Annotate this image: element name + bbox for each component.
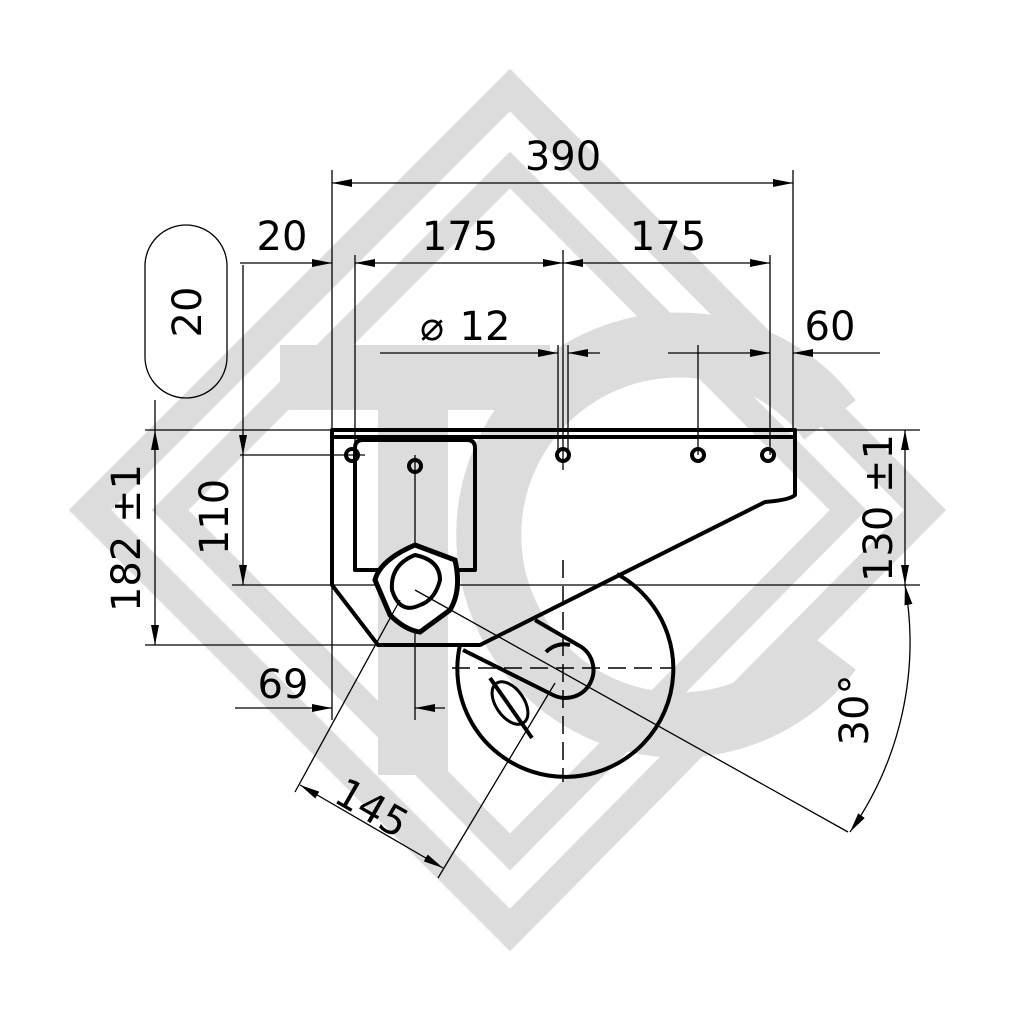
hole-icon bbox=[690, 447, 706, 463]
bracket-plate bbox=[330, 428, 797, 647]
dim-spacing-1: 175 bbox=[422, 214, 498, 260]
wheel-disc bbox=[452, 560, 676, 782]
dim-total-height: 182 ±1 bbox=[104, 464, 150, 612]
hole-icon bbox=[555, 447, 571, 463]
dimension-lines bbox=[144, 179, 913, 879]
dim-slot-width: 20 bbox=[165, 287, 211, 338]
dim-spacing-2: 175 bbox=[630, 214, 706, 260]
hole-icon bbox=[344, 447, 360, 463]
slot-oval bbox=[144, 224, 228, 399]
dim-right-offset: 60 bbox=[805, 304, 856, 350]
handle-knob bbox=[372, 542, 461, 635]
dim-left-offset: 20 bbox=[257, 214, 308, 260]
dim-arm-angle: 30° bbox=[832, 675, 878, 746]
dim-axle-height: 130 ±1 bbox=[856, 434, 902, 582]
dim-hole-depth: 110 bbox=[192, 479, 238, 555]
hole-icon bbox=[407, 458, 423, 474]
hole-icon bbox=[760, 447, 776, 463]
diameter-symbol: ⌀ bbox=[420, 304, 444, 350]
dim-hole-diameter: 12 bbox=[460, 304, 511, 350]
watermark-c bbox=[456, 312, 856, 758]
mounting-holes bbox=[344, 447, 776, 474]
dim-overall-width: 390 bbox=[525, 134, 601, 180]
dim-knob-offset: 69 bbox=[258, 662, 309, 708]
